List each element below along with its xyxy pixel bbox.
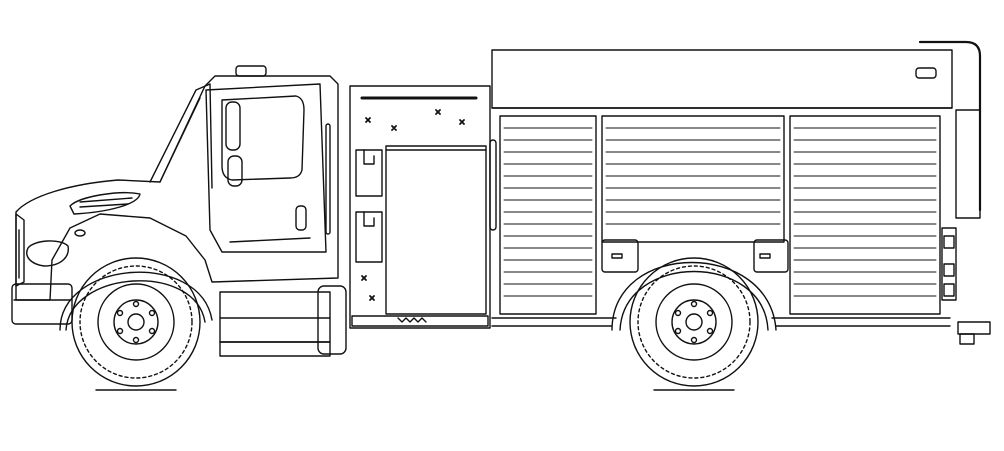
rear-body	[490, 42, 990, 334]
cab	[12, 66, 346, 356]
headlight	[27, 241, 69, 266]
roof-beacon	[236, 66, 266, 76]
windshield-frame	[150, 84, 212, 188]
hood-vent	[70, 193, 140, 214]
compartment-latch-handles	[356, 150, 382, 262]
fuel-tank	[318, 286, 346, 354]
upper-body-marker	[916, 68, 936, 78]
rear-wheel	[630, 258, 758, 390]
door-handle-icon	[296, 206, 306, 230]
hood-outline	[16, 76, 338, 300]
compartment-handle-2-icon	[356, 212, 382, 262]
cab-steps	[220, 292, 330, 342]
tread-plate-marks	[362, 110, 464, 300]
cab-door	[206, 84, 326, 252]
front-bumper	[12, 284, 72, 324]
compartment-pull-bar	[490, 140, 496, 230]
rear-tail-step	[960, 334, 974, 344]
front-compartment-step	[352, 316, 488, 326]
grab-handle	[326, 124, 330, 234]
door-window	[222, 96, 304, 180]
rear-fender	[612, 263, 776, 331]
front-compartment	[350, 86, 490, 328]
front-wheel	[72, 258, 200, 390]
roll-up-door-1	[500, 116, 596, 314]
front-grille	[16, 214, 24, 286]
roll-up-door-3	[790, 116, 940, 314]
compartment-handle-1-icon	[356, 150, 382, 196]
front-compartment-panel	[350, 86, 490, 328]
rear-side-panel	[942, 228, 956, 300]
hose-rail	[920, 42, 980, 210]
roll-up-door-slats	[504, 128, 936, 296]
wheel-well-box-right	[754, 240, 788, 272]
side-marker-light	[75, 230, 85, 236]
side-mirror	[226, 102, 240, 150]
roll-up-door-2	[602, 116, 784, 242]
upper-body-panel	[492, 50, 952, 108]
wheel-well-box-left	[602, 240, 638, 272]
front-fender	[60, 272, 212, 330]
